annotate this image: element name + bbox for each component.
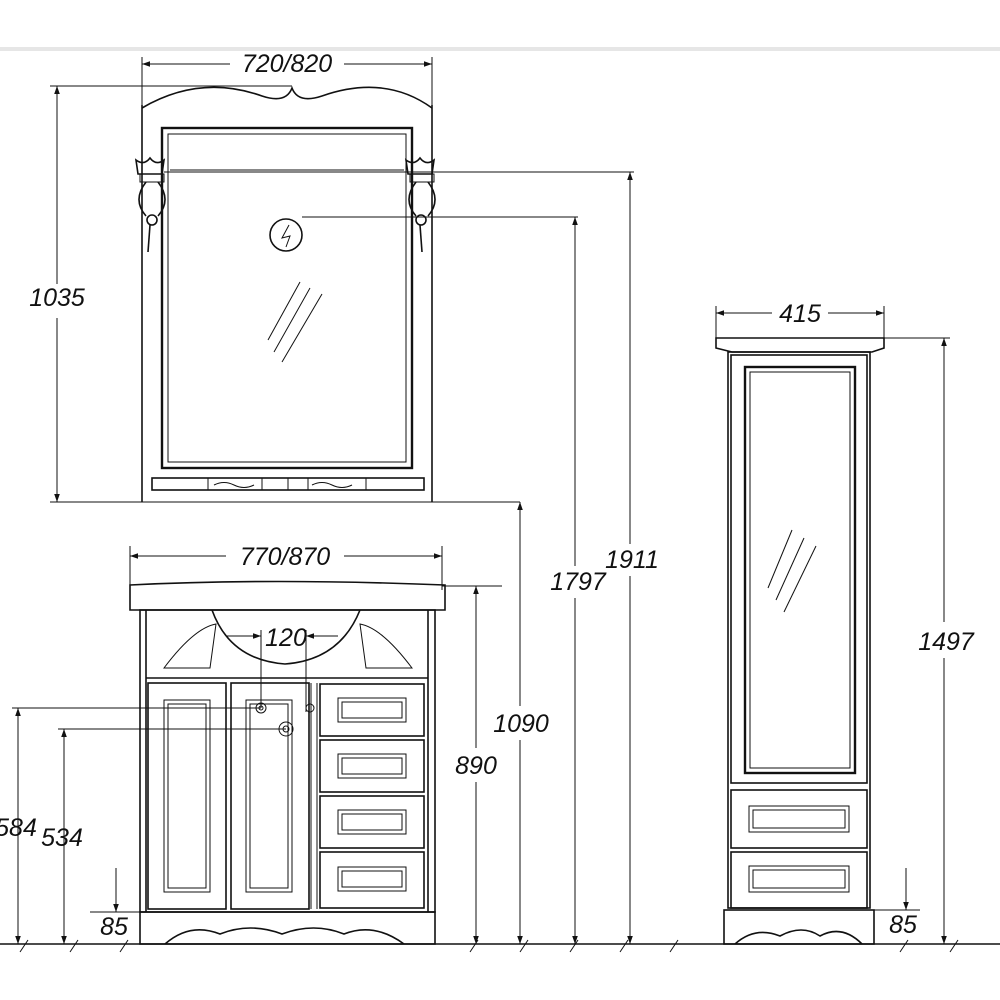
mirror-bottom-height-label: 1090 [493, 710, 549, 738]
left-door [147, 682, 227, 910]
drain-spacing-label: 120 [265, 624, 307, 652]
dimension-lines [12, 57, 950, 944]
basin-top-height-label: 890 [455, 752, 497, 780]
cabinet-drawer-1 [730, 789, 868, 849]
mirror-frame [160, 126, 414, 470]
mirror-height-label: 1035 [29, 284, 85, 312]
washbasin-top [129, 580, 446, 611]
vanity-plinth-label: 85 [100, 913, 128, 941]
floor-hatch [0, 939, 1000, 953]
drain-height-label: 534 [41, 824, 83, 852]
glass-reflection-icon [767, 529, 817, 613]
cabinet-drawer-2 [730, 851, 868, 909]
mirror-glass [167, 133, 407, 463]
outlet-height-label: 1797 [550, 568, 607, 596]
mirror [134, 85, 436, 502]
vanity-drawers [319, 683, 425, 909]
mirror-crest [141, 85, 433, 109]
vanity-plinth [139, 911, 436, 945]
cabinet-plinth [723, 909, 875, 945]
cabinet-plinth-label: 85 [889, 911, 917, 939]
cabinet-glass [749, 371, 851, 769]
vanity-width-label: 770/870 [240, 543, 330, 571]
lamp-height-label: 1911 [605, 546, 659, 574]
cabinet-door [730, 354, 868, 784]
electrical-outlet-icon [269, 218, 303, 252]
right-lamp [404, 156, 436, 253]
glass-reflection-icon [267, 281, 323, 363]
cabinet-width-label: 415 [779, 300, 821, 328]
right-door [230, 682, 310, 910]
mirror-width-label: 720/820 [242, 50, 332, 78]
left-lamp [134, 156, 166, 253]
tall-cabinet [715, 337, 885, 945]
water-inlet-height-label: 584 [0, 814, 37, 842]
cabinet-cornice [715, 337, 885, 353]
top-frame-line [0, 47, 1000, 51]
cabinet-height-label: 1497 [918, 628, 975, 656]
